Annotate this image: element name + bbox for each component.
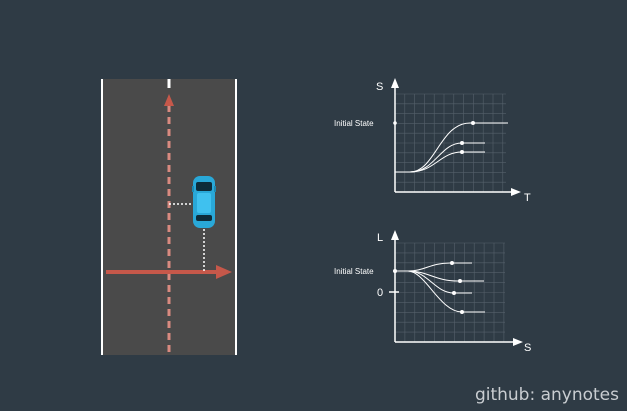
l-s-y-axis-label: L (377, 232, 383, 244)
s-t-graph: S T Initial State (334, 78, 531, 204)
s-t-end-point-1 (471, 121, 475, 125)
l-s-graph: L S Initial State 0 (334, 230, 531, 354)
l-s-y-axis-arrowhead (391, 230, 399, 240)
watermark: github: anynotes (474, 385, 619, 405)
s-t-trajectory-3 (409, 151, 485, 173)
s-t-x-axis-label: T (524, 192, 531, 204)
lateral-arrow-head (216, 265, 232, 279)
l-s-trajectory-1 (395, 262, 472, 272)
reference-path (164, 94, 174, 353)
lateral-arrow (106, 265, 232, 279)
l-s-initial-state-label: Initial State (334, 267, 374, 276)
s-t-initial-state-tick (393, 121, 397, 125)
projection-dotted-line (169, 203, 205, 272)
s-t-x-axis-arrowhead (511, 188, 521, 196)
s-t-end-point-2 (460, 141, 464, 145)
l-s-end-point-2 (458, 279, 462, 283)
l-s-end-point-4 (460, 310, 464, 314)
l-s-end-point-1 (450, 261, 454, 265)
reference-path-arrowhead (164, 94, 174, 106)
l-s-x-axis-label: S (524, 342, 531, 354)
s-t-trajectory-1 (395, 122, 508, 173)
s-t-initial-state-label: Initial State (334, 119, 374, 128)
l-s-end-point-3 (452, 291, 456, 295)
s-t-grid (394, 93, 506, 193)
l-s-zero-label: 0 (377, 287, 383, 299)
car-icon (192, 176, 216, 228)
s-t-end-point-3 (460, 150, 464, 154)
l-s-trajectory-3 (407, 270, 472, 294)
projection-lines (169, 203, 205, 272)
l-s-x-axis-arrowhead (513, 338, 523, 346)
s-t-y-axis-label: S (376, 81, 383, 93)
s-t-y-axis-arrowhead (391, 78, 399, 88)
